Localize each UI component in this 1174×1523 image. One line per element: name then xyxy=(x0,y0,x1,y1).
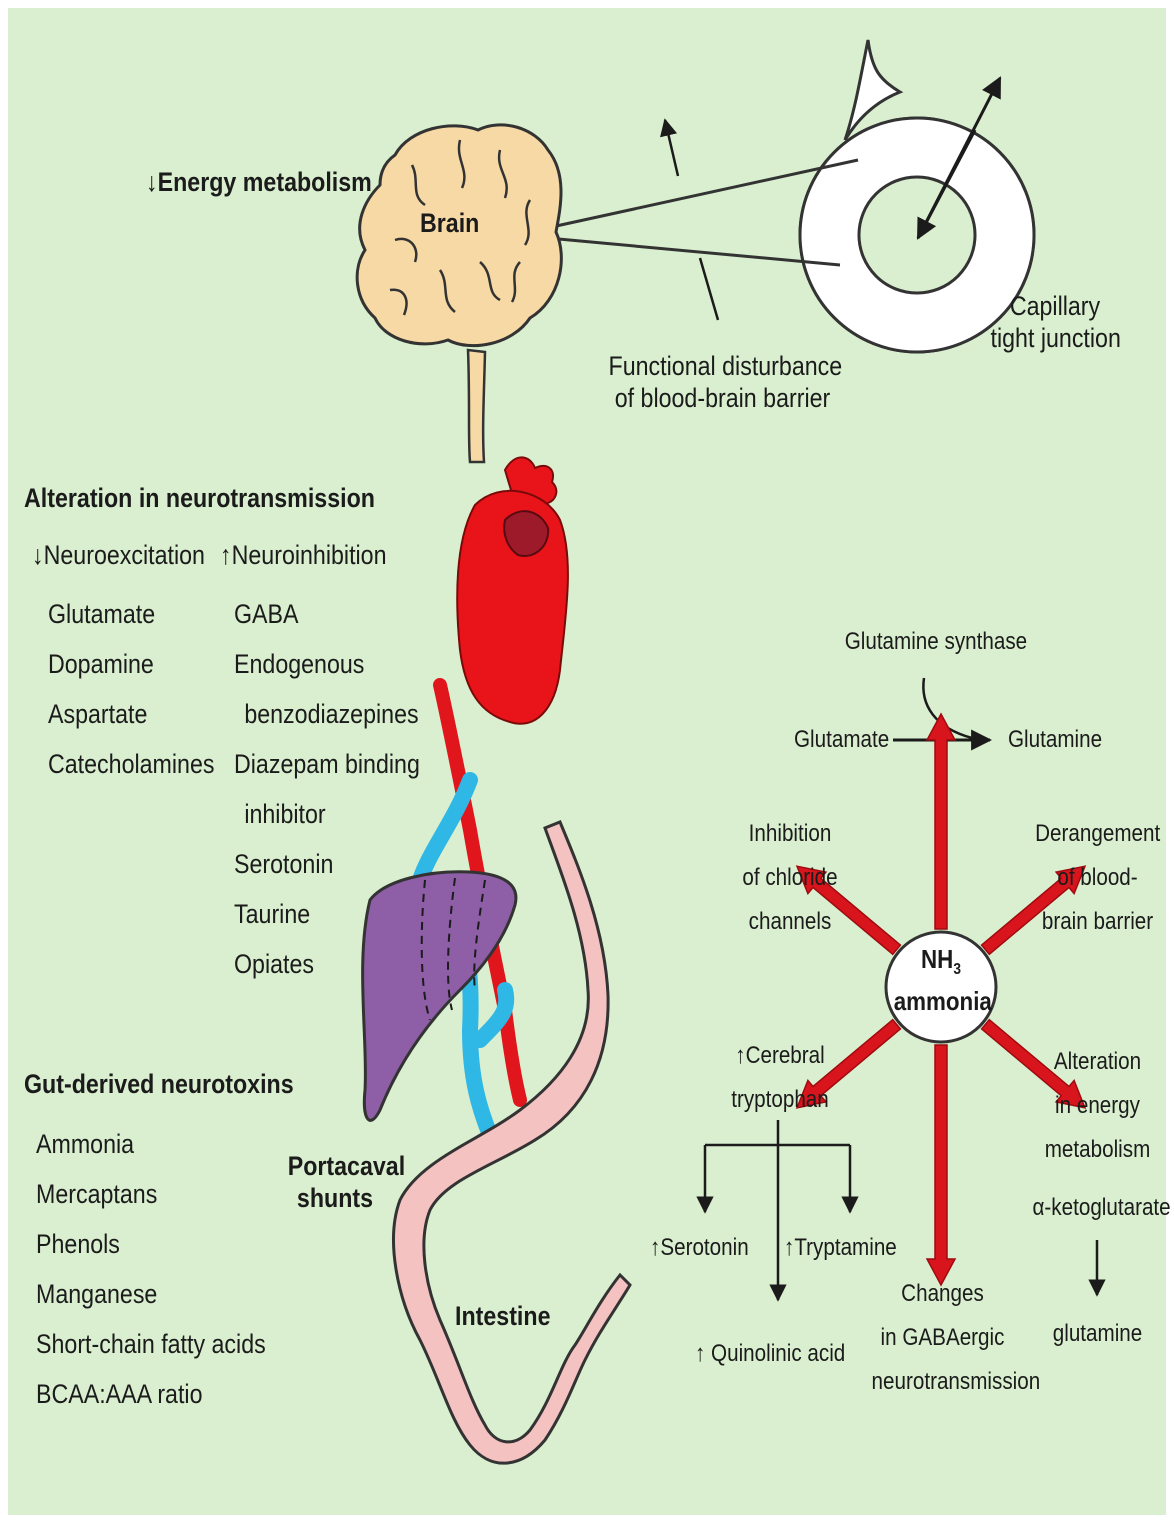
funnel-arrow xyxy=(665,120,678,176)
list-item: Dopamine xyxy=(48,639,215,689)
glutamine-label: Glutamine xyxy=(1008,726,1102,755)
funnel-line-lower xyxy=(515,235,840,265)
list-item: BCAA:AAA ratio xyxy=(36,1369,266,1419)
list-item: Aspartate xyxy=(48,689,215,739)
brain-icon xyxy=(357,125,561,462)
list-item: Opiates xyxy=(234,939,420,989)
ammonia-name: ammonia xyxy=(894,986,989,1017)
list-item: Catecholamines xyxy=(48,739,215,789)
list-item: benzodiazepines xyxy=(234,689,420,739)
list-item: Short-chain fatty acids xyxy=(36,1319,266,1369)
funnel-pointer xyxy=(700,258,718,320)
neuroexcitation-title: ↓Neuroexcitation xyxy=(32,539,205,571)
glutamine-lower-label: glutamine xyxy=(1048,1320,1147,1349)
gut-list: Ammonia Mercaptans Phenols Manganese Sho… xyxy=(36,1119,266,1419)
glutamate-label: Glutamate xyxy=(794,726,889,755)
neuroexcitation-list: Glutamate Dopamine Aspartate Catecholami… xyxy=(48,589,215,789)
brain-label: Brain xyxy=(420,207,479,239)
ammonia-symbol: NH3 xyxy=(894,944,989,979)
list-item: Glutamate xyxy=(48,589,215,639)
list-item: GABA xyxy=(234,589,420,639)
list-item: Taurine xyxy=(234,889,420,939)
list-item: Serotonin xyxy=(234,839,420,889)
list-item: inhibitor xyxy=(234,789,420,839)
energy-metabolism-label: ↓Energy metabolism xyxy=(146,166,372,198)
list-item: Mercaptans xyxy=(36,1169,266,1219)
serotonin-label: ↑Serotonin xyxy=(650,1234,749,1263)
gut-heading: Gut-derived neurotoxins xyxy=(24,1068,294,1100)
list-item: Phenols xyxy=(36,1219,266,1269)
heart-icon xyxy=(457,457,568,723)
quinolinic-label: ↑ Quinolinic acid xyxy=(695,1340,845,1369)
list-item: Manganese xyxy=(36,1269,266,1319)
intestine-label: Intestine xyxy=(455,1300,550,1332)
ray-to-gaba xyxy=(927,1045,955,1285)
ray-to-glutamine xyxy=(927,714,955,929)
list-item: Diazepam binding xyxy=(234,739,420,789)
tryptamine-label: ↑Tryptamine xyxy=(784,1234,897,1263)
neurotransmission-heading: Alteration in neurotransmission xyxy=(24,482,375,514)
enzyme-label: Glutamine synthase xyxy=(845,628,1026,657)
neuroinhibition-title: ↑Neuroinhibition xyxy=(220,539,387,571)
neuroinhibition-list: GABA Endogenous benzodiazepines Diazepam… xyxy=(234,589,420,989)
list-item: Ammonia xyxy=(36,1119,266,1169)
list-item: Endogenous xyxy=(234,639,420,689)
ketoglutarate-label: α-ketoglutarate xyxy=(1033,1194,1162,1223)
